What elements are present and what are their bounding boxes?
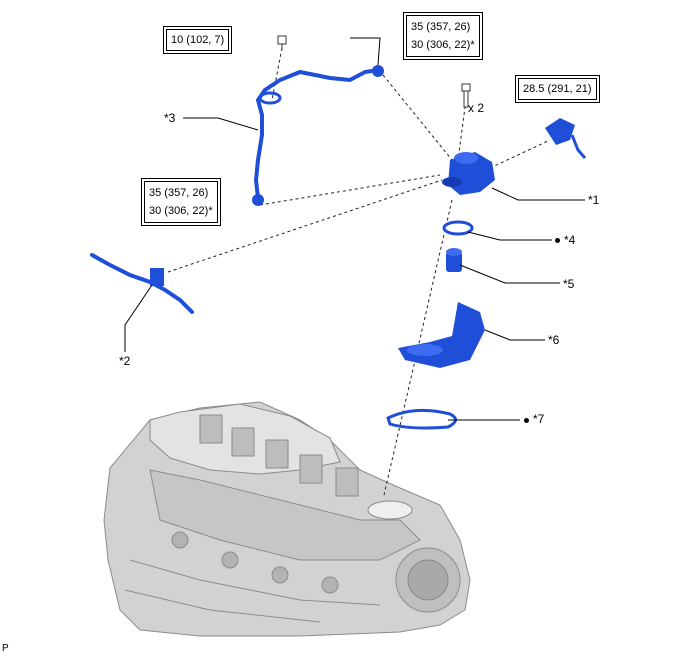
gasket	[386, 408, 457, 430]
callout-2: *2	[119, 354, 131, 368]
illustration-code: P	[2, 643, 9, 654]
callout-6: *6	[548, 333, 560, 347]
bolt-quantity: x 2	[468, 101, 485, 115]
callout-7: *7	[533, 412, 545, 426]
new-part-dot-7	[524, 418, 529, 423]
pipe-nut-bottom	[252, 194, 264, 206]
fuel-pipe	[253, 68, 380, 200]
torque-values: 35 (357, 26) 30 (306, 22)*	[406, 15, 480, 57]
pump-bracket	[398, 302, 485, 368]
torque-value-alt: 30 (306, 22)*	[149, 205, 213, 217]
torque-value-standard: 35 (357, 26)	[149, 187, 209, 199]
o-ring	[442, 220, 474, 236]
new-part-dot-4	[555, 238, 560, 243]
pipe-nut-top	[372, 65, 384, 77]
pump-bolt	[461, 83, 471, 108]
tube-clamp	[150, 268, 164, 286]
torque-values: 35 (357, 26) 30 (306, 22)*	[144, 181, 218, 223]
torque-box-pipe-bottom: 35 (357, 26) 30 (306, 22)*	[141, 178, 221, 226]
pump-connector	[545, 118, 587, 159]
fuel-tube	[90, 253, 194, 314]
torque-value: 28.5 (291, 21)	[518, 78, 597, 100]
torque-value-standard: 35 (357, 26)	[411, 21, 471, 33]
clamp-bolt	[277, 35, 287, 50]
callout-4: *4	[564, 233, 576, 247]
pipe-clamp	[258, 91, 282, 105]
callout-5: *5	[563, 277, 575, 291]
pump-lifter	[446, 248, 462, 272]
alignment-lines	[167, 47, 551, 496]
torque-box-clamp-bolt: 10 (102, 7)	[163, 26, 233, 54]
torque-box-pipe-top: 35 (357, 26) 30 (306, 22)*	[403, 12, 483, 60]
callout-3: *3	[164, 111, 176, 125]
engine-block	[103, 401, 471, 637]
fuel-pump	[442, 152, 495, 195]
callout-1: *1	[588, 193, 600, 207]
leader-lines	[124, 37, 585, 421]
torque-value-alt: 30 (306, 22)*	[411, 39, 475, 51]
torque-box-pump-bolt: 28.5 (291, 21)	[515, 75, 600, 103]
torque-value: 10 (102, 7)	[166, 29, 230, 51]
